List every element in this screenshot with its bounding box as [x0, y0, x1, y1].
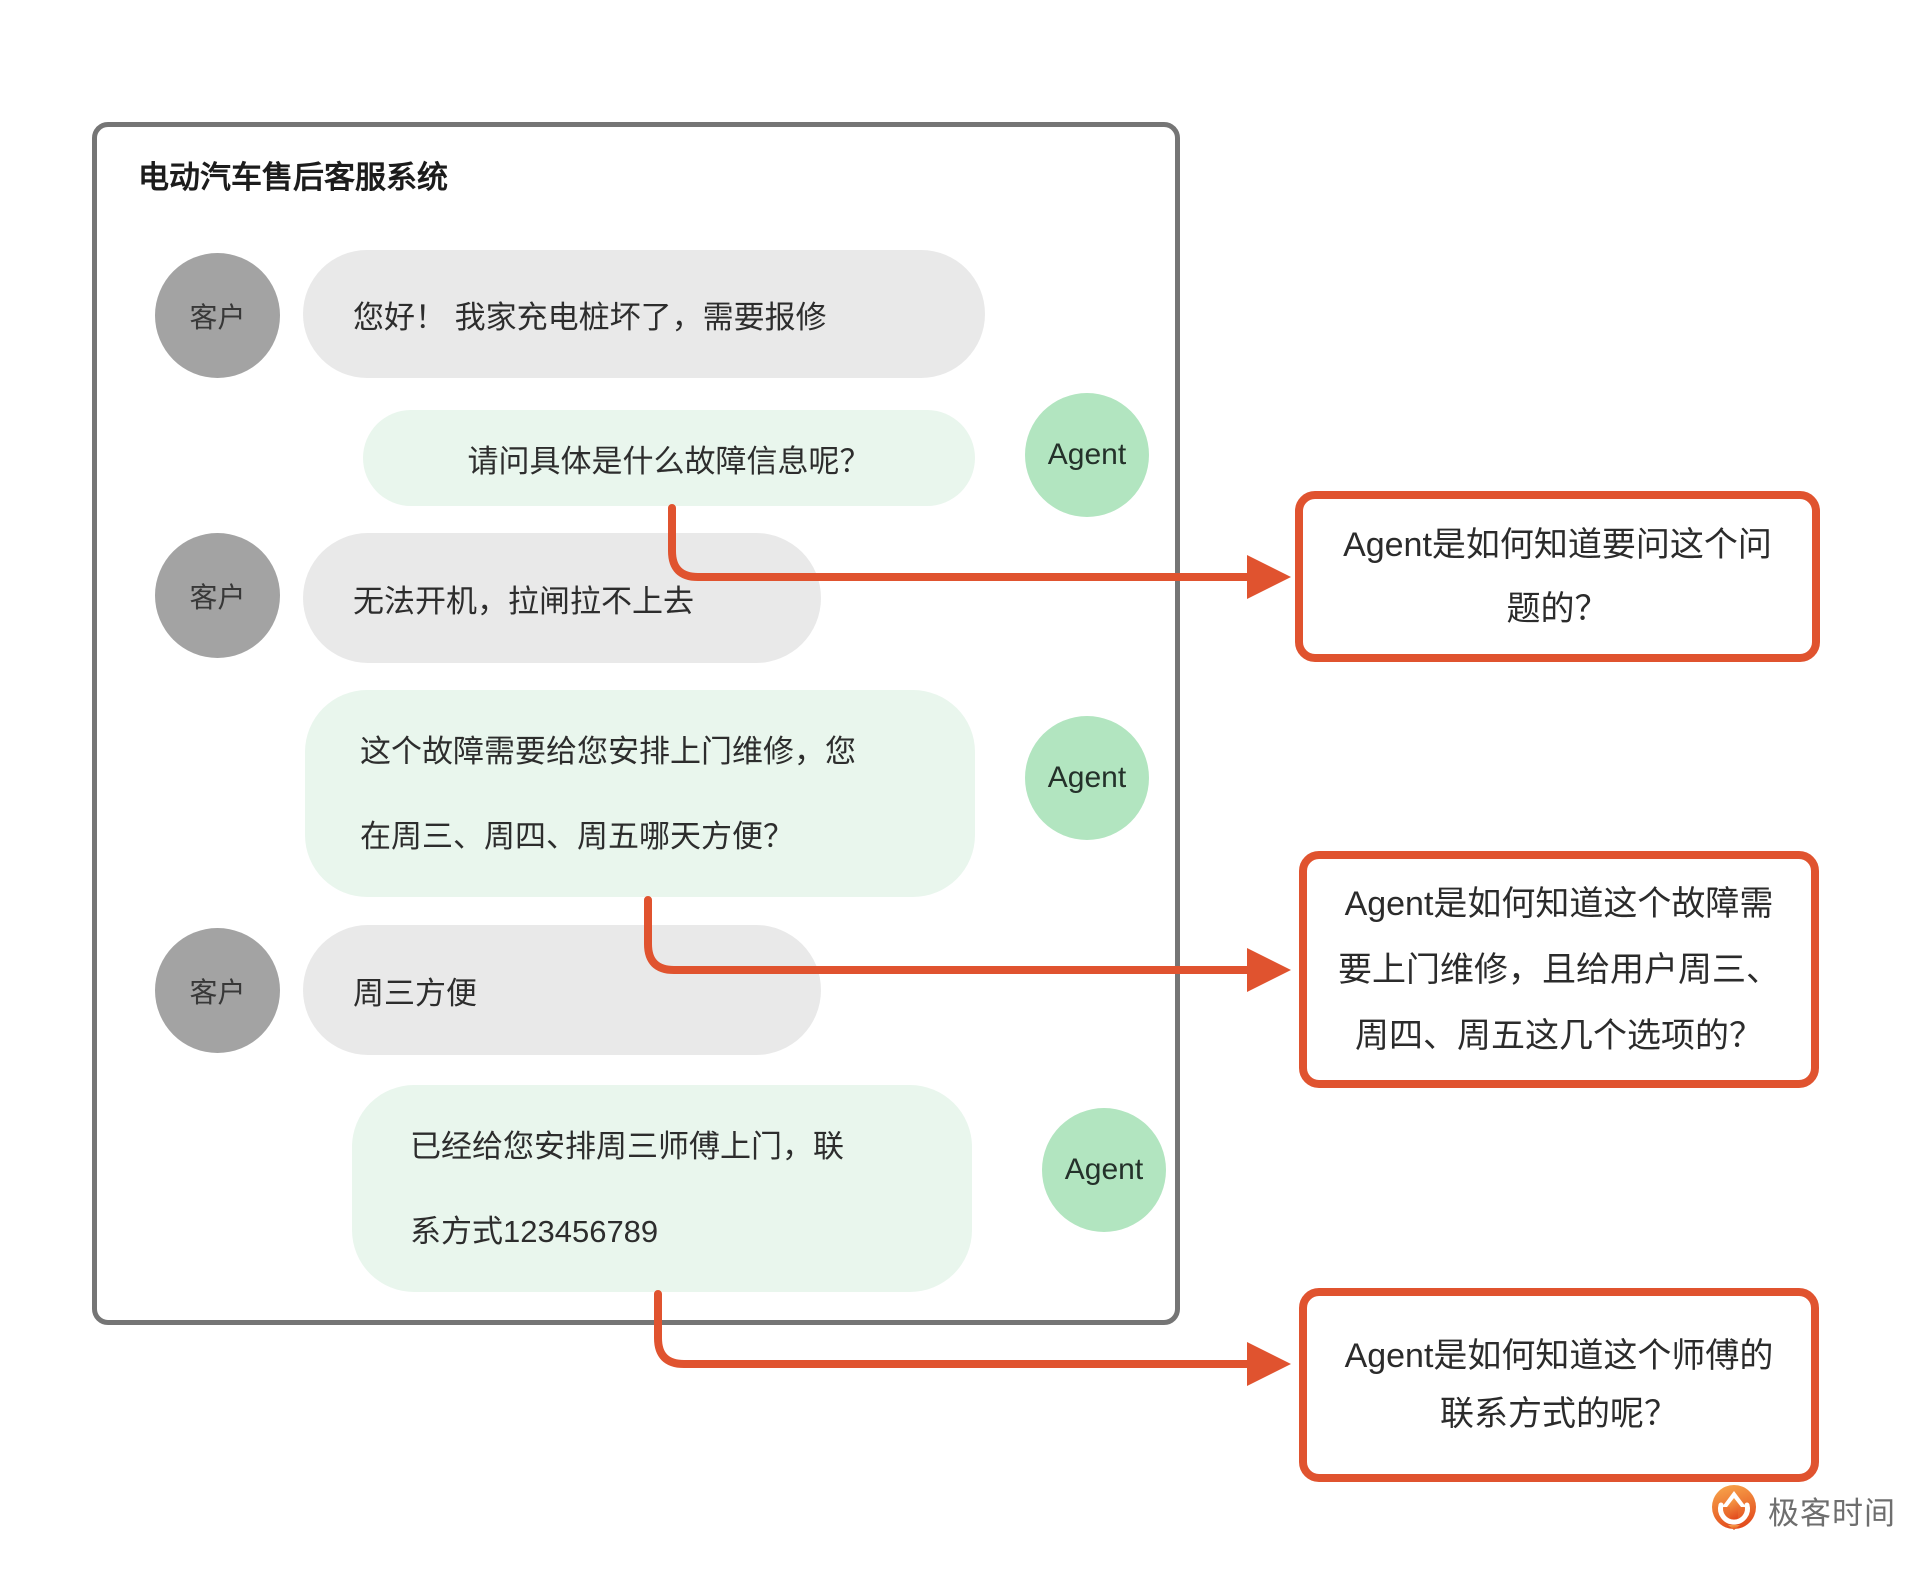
- agent-avatar-label: Agent: [1047, 438, 1127, 471]
- agent-avatar-label: Agent: [1064, 1153, 1144, 1186]
- agent-avatar: Agent: [1042, 1108, 1166, 1232]
- customer-avatar-label: 客户: [189, 301, 246, 333]
- callout-text: 周四、周五这几个选项的？: [1355, 1016, 1763, 1055]
- arrowhead-icon: [1247, 1342, 1291, 1386]
- callout-question-1: Agent是如何知道要问这个问 题的？: [1295, 491, 1820, 662]
- customer-avatar-label: 客户: [189, 581, 246, 613]
- message-text: 这个故障需要给您安排上门维修，您: [360, 733, 856, 769]
- agent-avatar: Agent: [1025, 716, 1149, 840]
- chat-message-agent-3: 已经给您安排周三师傅上门，联 系方式123456789: [352, 1085, 972, 1292]
- message-text: 已经给您安排周三师傅上门，联: [410, 1128, 844, 1164]
- callout-text: Agent是如何知道这个师傅的: [1344, 1337, 1774, 1375]
- message-text: 请问具体是什么故障信息呢？: [467, 443, 871, 479]
- chat-message-agent-2: 这个故障需要给您安排上门维修，您 在周三、周四、周五哪天方便？: [305, 690, 975, 897]
- customer-avatar: 客户: [155, 928, 280, 1053]
- chat-message-customer-1: 您好！ 我家充电桩坏了，需要报修: [303, 250, 985, 378]
- arrowhead-icon: [1247, 948, 1291, 992]
- geektime-icon: [1712, 1485, 1756, 1530]
- callout-text: Agent是如何知道这个故障需: [1344, 884, 1774, 923]
- callout-text: 题的？: [1506, 589, 1609, 628]
- customer-avatar-label: 客户: [189, 976, 246, 1008]
- customer-avatar: 客户: [155, 253, 280, 378]
- message-text: 在周三、周四、周五哪天方便？: [360, 818, 794, 854]
- agent-avatar: Agent: [1025, 393, 1149, 517]
- message-text: 系方式123456789: [410, 1213, 659, 1249]
- callout-question-2: Agent是如何知道这个故障需 要上门维修，且给用户周三、 周四、周五这几个选项…: [1299, 851, 1819, 1088]
- message-text: 周三方便: [353, 975, 477, 1011]
- callout-question-3: Agent是如何知道这个师傅的 联系方式的呢？: [1299, 1288, 1819, 1482]
- agent-avatar-label: Agent: [1047, 761, 1127, 794]
- message-text: 无法开机，拉闸拉不上去: [353, 583, 694, 619]
- callout-text: Agent是如何知道要问这个问: [1343, 525, 1772, 564]
- brand-name: 极客时间: [1768, 1495, 1896, 1531]
- chat-message-customer-2: 无法开机，拉闸拉不上去: [303, 533, 821, 663]
- panel-title: 电动汽车售后客服系统: [138, 160, 448, 195]
- arrowhead-icon: [1247, 555, 1291, 599]
- brand-logo: 极客时间: [1710, 1484, 1896, 1536]
- callout-text: 联系方式的呢？: [1440, 1395, 1678, 1433]
- customer-avatar: 客户: [155, 533, 280, 658]
- chat-message-customer-3: 周三方便: [303, 925, 821, 1055]
- callout-text: 要上门维修，且给用户周三、: [1338, 950, 1780, 989]
- chat-message-agent-1: 请问具体是什么故障信息呢？: [363, 410, 975, 506]
- message-text: 您好！ 我家充电桩坏了，需要报修: [353, 299, 827, 335]
